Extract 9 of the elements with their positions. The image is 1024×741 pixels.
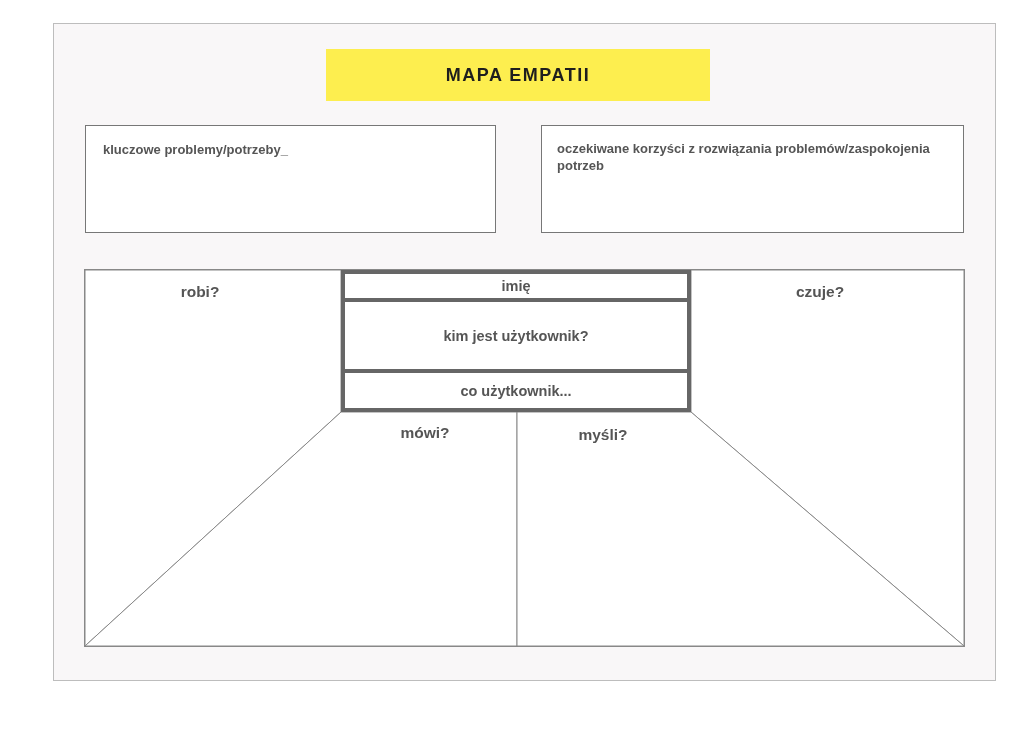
section-label: czuje? (795, 283, 845, 301)
title-banner: MAPA EMPATII (326, 49, 710, 101)
section-label: robi? (180, 283, 220, 301)
note-box: kluczowe problemy/potrzeby_ (85, 125, 496, 233)
section-label: myśli? (578, 426, 628, 444)
note-box: oczekiwane korzyści z rozwiązania problemów/zaspokojenia potrzeb (541, 125, 964, 233)
profile-box (341, 270, 691, 412)
section-label: mówi? (400, 424, 450, 442)
map-frame (84, 269, 965, 647)
